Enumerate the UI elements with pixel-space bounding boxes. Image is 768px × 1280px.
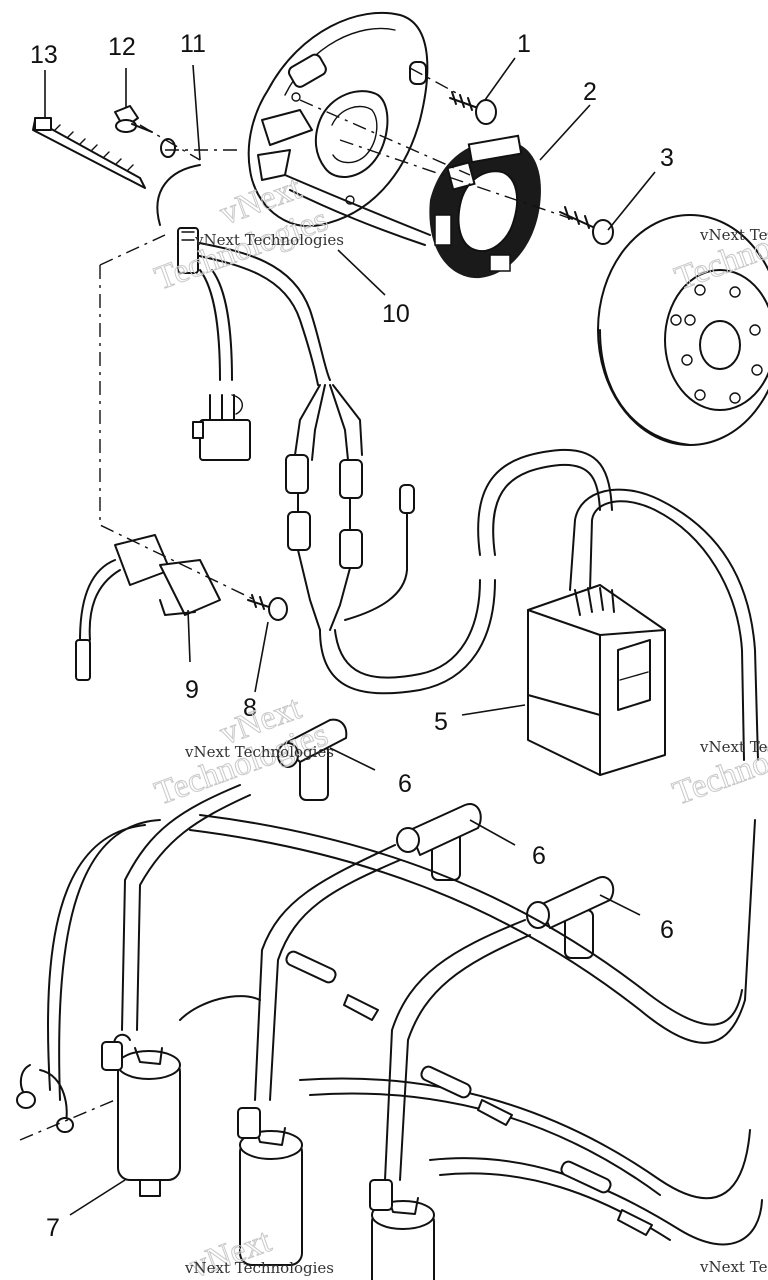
- screw-8: [247, 594, 288, 621]
- watermark-brand: vNext Technologies: [194, 231, 344, 249]
- callout-6b: 6: [532, 842, 546, 870]
- callout-8: 8: [243, 694, 257, 722]
- callout-10: 10: [382, 300, 410, 328]
- watermark-brand: vNext Technologies: [699, 226, 768, 244]
- callout-7: 7: [46, 1214, 60, 1242]
- callout-9: 9: [185, 676, 199, 704]
- callout-12: 12: [108, 33, 136, 61]
- leader-lines: [44, 57, 656, 1216]
- ground-lead: [16, 1064, 74, 1133]
- bolt-1: [449, 91, 497, 125]
- wire-harness: [156, 164, 363, 461]
- callout-labels: 1 2 3 5 6 6 6 7 8 9 10 11 12 13: [30, 30, 674, 1242]
- cdi-loom: [319, 448, 759, 761]
- callout-13: 13: [30, 41, 58, 69]
- callout-5: 5: [434, 708, 448, 736]
- stator-plate: [247, 11, 429, 228]
- callout-11: 11: [180, 30, 206, 58]
- callout-2: 2: [583, 78, 597, 106]
- callout-3: 3: [660, 144, 674, 172]
- ignition-coil-1: [101, 1033, 181, 1197]
- cdi-box: [527, 584, 666, 776]
- watermark-brand: vNext Technologies: [184, 1259, 334, 1277]
- rectifier: [75, 534, 221, 681]
- stator-coil: [429, 134, 541, 279]
- cable-tie: [32, 117, 146, 189]
- alignment-lines: [19, 67, 576, 1141]
- watermark-technologies: Technologies: [668, 716, 768, 813]
- watermark-brand: vNext Technologies: [184, 743, 334, 761]
- long-harness: [179, 814, 763, 1246]
- callout-1: 1: [517, 30, 531, 58]
- flywheel: [597, 214, 768, 446]
- spark-plug-cap-2: [396, 803, 482, 881]
- watermark-brand: vNext Technologies: [699, 1258, 768, 1276]
- callout-6c: 6: [660, 916, 674, 944]
- watermark-brand: vNext Technologies: [699, 738, 768, 756]
- bullet-connectors: [285, 454, 415, 631]
- ignition-coil-2: [237, 1107, 303, 1266]
- callout-6a: 6: [398, 770, 412, 798]
- spark-plug-cap-3: [526, 876, 615, 959]
- bullet-terminals: [285, 950, 653, 1236]
- ht-leads: [47, 784, 531, 1181]
- spark-plug-cap-1: [277, 718, 348, 801]
- bolt-3: [559, 206, 614, 245]
- ignition-coil-3: [369, 1179, 435, 1280]
